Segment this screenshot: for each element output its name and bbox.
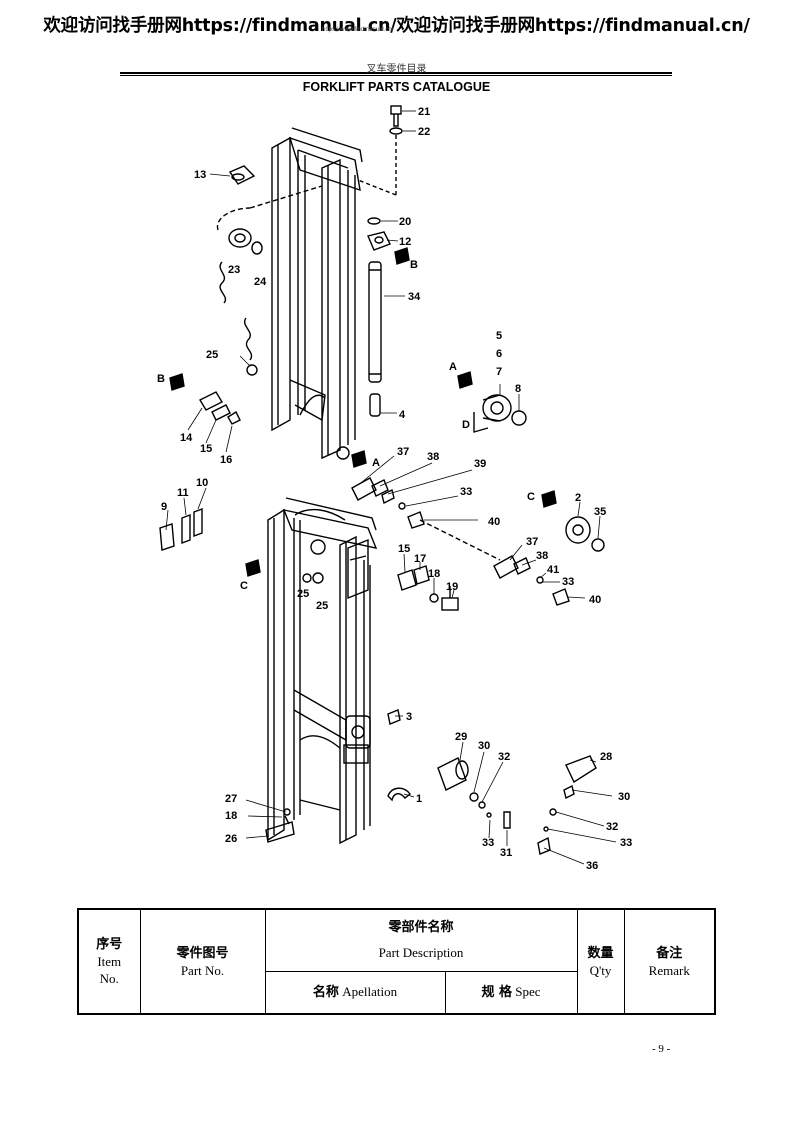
callout-29: 29 xyxy=(455,731,467,743)
callout-30-center: 30 xyxy=(478,740,490,752)
callout-33-far-right: 33 xyxy=(620,837,632,849)
callout-25-top: 25 xyxy=(206,349,218,361)
parts-table-header: 序号 Item No. 零件图号 Part No. 零部件名称 Part Des… xyxy=(77,908,716,1015)
callout-34: 34 xyxy=(408,291,421,303)
callout-28: 28 xyxy=(600,751,612,763)
callout-39: 39 xyxy=(474,458,486,470)
callout-1: 1 xyxy=(416,793,422,805)
callout-25-right: 25 xyxy=(316,600,328,612)
callout-B-top: B xyxy=(410,259,418,271)
exploded-mast-diagram: 21 22 13 20 12 B 23 24 34 25 5 6 7 A 8 D… xyxy=(157,105,632,872)
callout-B-left: B xyxy=(157,373,165,385)
callout-8: 8 xyxy=(515,383,521,395)
callout-A-center: A xyxy=(372,457,380,469)
col-spec-en: Spec xyxy=(515,984,541,1000)
header-rule-thick xyxy=(120,72,672,74)
callout-18-mid: 18 xyxy=(428,568,440,580)
callout-38-right: 38 xyxy=(536,550,548,562)
callout-11: 11 xyxy=(177,487,189,499)
callout-37-top: 37 xyxy=(397,446,409,458)
callout-14: 14 xyxy=(180,432,193,444)
callout-32-right: 32 xyxy=(606,821,618,833)
col-item-en: Item No. xyxy=(97,954,122,986)
callout-22: 22 xyxy=(418,126,430,138)
callout-33-top: 33 xyxy=(460,486,472,498)
callout-24: 24 xyxy=(254,276,267,288)
callout-D: D xyxy=(462,419,470,431)
callout-13: 13 xyxy=(194,169,206,181)
col-description: 零部件名称 Part Description xyxy=(264,908,578,972)
callout-40-top: 40 xyxy=(488,516,500,528)
col-item-cn: 序号 xyxy=(96,937,123,952)
col-spec-cn: 规 格 xyxy=(481,985,512,1001)
col-qty-cn: 数量 xyxy=(587,945,614,961)
col-qty-en: Q'ty xyxy=(589,962,612,978)
col-description-en: Part Description xyxy=(378,945,464,961)
col-apellation: 名称 Apellation xyxy=(264,970,446,1015)
callout-25-left: 25 xyxy=(297,588,309,600)
header-rule-thin xyxy=(120,75,672,76)
col-spec: 规 格 Spec xyxy=(444,970,578,1015)
watermark-small-url: https://www.findmanual.cn/ xyxy=(322,27,394,33)
col-item: 序号 Item No. xyxy=(77,908,141,1015)
col-remark-cn: 备注 xyxy=(656,945,683,961)
callout-17: 17 xyxy=(414,553,426,565)
callout-16: 16 xyxy=(220,454,232,466)
callout-37-right: 37 xyxy=(526,536,538,548)
callout-33-right: 33 xyxy=(562,576,574,588)
callout-38-top: 38 xyxy=(427,451,439,463)
col-part-no: 零件图号 Part No. xyxy=(139,908,266,1015)
callout-5: 5 xyxy=(496,330,502,342)
mast-drawing xyxy=(159,105,605,855)
catalogue-title-en: FORKLIFT PARTS CATALOGUE xyxy=(302,80,491,94)
col-remark: 备注 Remark xyxy=(623,908,716,1015)
callout-19: 19 xyxy=(446,581,458,593)
callout-27: 27 xyxy=(225,793,237,805)
callout-2: 2 xyxy=(575,492,581,504)
callout-36: 36 xyxy=(586,860,598,872)
callout-35: 35 xyxy=(594,506,606,518)
callout-41: 41 xyxy=(547,564,559,576)
callout-32-center: 32 xyxy=(498,751,510,763)
col-remark-en: Remark xyxy=(648,962,690,978)
callout-26: 26 xyxy=(225,833,237,845)
callout-20: 20 xyxy=(399,216,411,228)
callout-30-right: 30 xyxy=(618,791,630,803)
col-part-no-cn: 零件图号 xyxy=(176,945,229,961)
callout-15-mid: 15 xyxy=(398,543,410,555)
callout-23: 23 xyxy=(228,264,240,276)
callout-18-bottom: 18 xyxy=(225,810,237,822)
callout-9: 9 xyxy=(161,501,167,513)
callout-6: 6 xyxy=(496,348,502,360)
callout-10: 10 xyxy=(196,477,208,489)
catalogue-title-cn: 叉车零件目录 xyxy=(366,64,427,75)
leader-lines xyxy=(165,110,617,865)
callout-12: 12 xyxy=(399,236,411,248)
callout-33-bottom: 33 xyxy=(482,837,494,849)
callout-31: 31 xyxy=(500,847,512,859)
callout-A-right: A xyxy=(449,361,457,373)
callout-C-left: C xyxy=(240,580,248,592)
page-number: - 9 - xyxy=(652,1043,671,1055)
callout-40-right: 40 xyxy=(589,594,601,606)
watermark-banner: 欢迎访问找手册网https://findmanual.cn/欢迎访问找手册网ht… xyxy=(43,16,750,36)
col-apellation-cn: 名称 xyxy=(312,985,339,1001)
callout-15-top: 15 xyxy=(200,443,212,455)
col-apellation-en: Apellation xyxy=(342,984,398,1000)
col-description-cn: 零部件名称 xyxy=(388,920,454,936)
col-qty: 数量 Q'ty xyxy=(576,908,625,1015)
callout-21: 21 xyxy=(418,106,430,118)
callout-4: 4 xyxy=(399,409,406,421)
callout-C-right: C xyxy=(527,491,535,503)
callout-3: 3 xyxy=(406,711,412,723)
callout-labels: 21 22 13 20 12 B 23 24 34 25 5 6 7 A 8 D… xyxy=(157,106,632,872)
callout-7: 7 xyxy=(496,366,502,378)
col-part-no-en: Part No. xyxy=(180,962,225,978)
